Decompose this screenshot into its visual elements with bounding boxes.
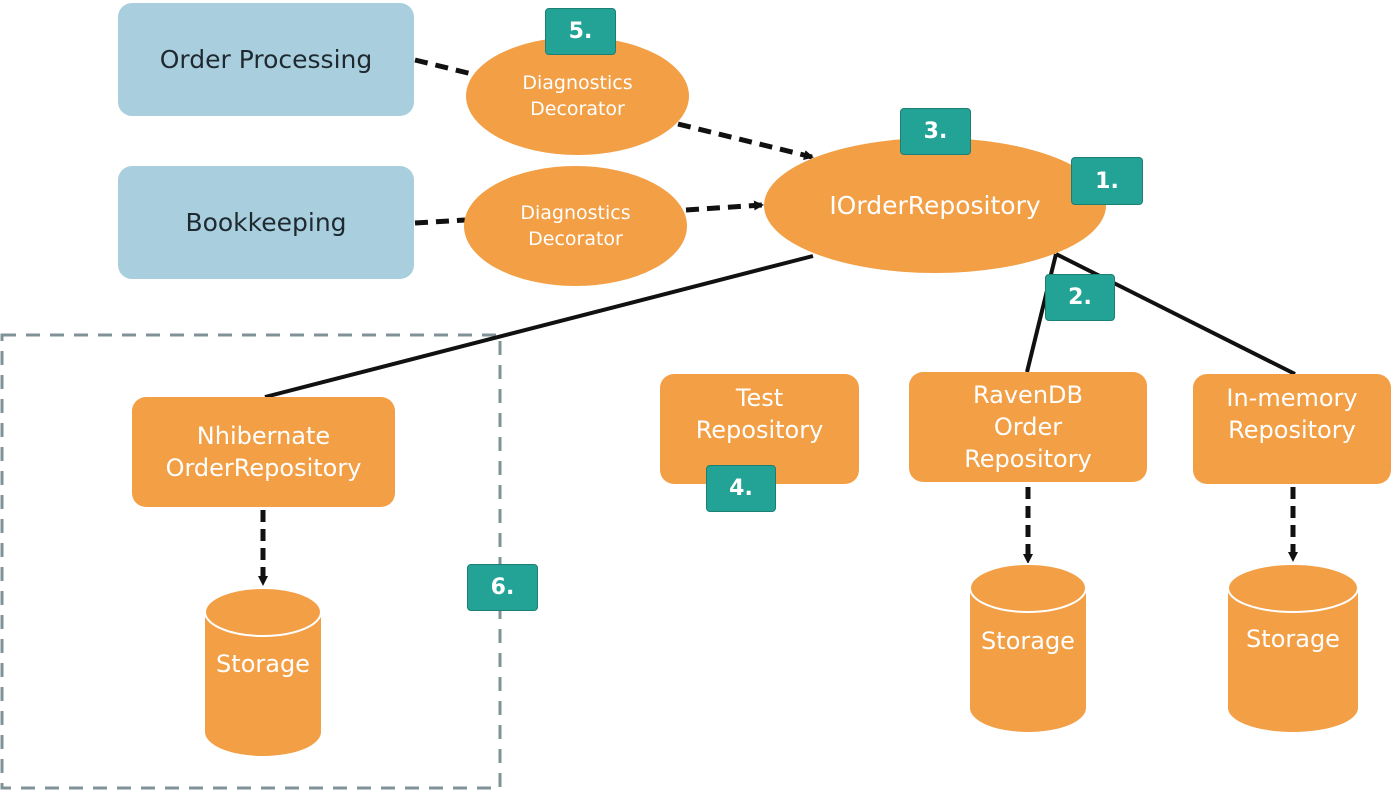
- badge-1: 1.: [1071, 157, 1143, 205]
- badge-6: 6.: [467, 564, 538, 611]
- node-diagnostics-decorator-top: Diagnostics Decorator: [466, 37, 689, 155]
- node-ravendb-order-repository: RavenDB Order Repository: [909, 372, 1147, 482]
- node-decorator-top-label: Diagnostics Decorator: [522, 72, 633, 120]
- connector-order-processing-decorator: [414, 57, 473, 77]
- node-iorderrepository-label: IOrderRepository: [829, 191, 1041, 220]
- node-decorator-bottom-label: Diagnostics Decorator: [520, 202, 631, 250]
- badge-2: 2.: [1045, 274, 1115, 321]
- node-order-processing-label: Order Processing: [159, 45, 373, 74]
- line-interface-ravendb: [1025, 253, 1058, 373]
- node-nhibernate-orderrepository: Nhibernate OrderRepository: [132, 397, 395, 507]
- badge-4: 4.: [706, 465, 776, 512]
- storage-cylinder-ravendb: [969, 563, 1087, 732]
- node-nhibernate-label: Nhibernate OrderRepository: [165, 422, 362, 482]
- storage-label-ravendb: Storage: [981, 627, 1075, 655]
- line-interface-nhibernate: [264, 254, 814, 399]
- node-inmemory-label: In-memory Repository: [1226, 384, 1358, 444]
- node-diagnostics-decorator-bottom: Diagnostics Decorator: [464, 166, 687, 286]
- node-test-label: Test Repository: [695, 384, 824, 444]
- connector-bookkeeping-decorator: [414, 217, 466, 226]
- node-iorderrepository: IOrderRepository: [764, 138, 1106, 273]
- badge-5: 5.: [545, 8, 616, 55]
- node-bookkeeping: Bookkeeping: [118, 166, 414, 279]
- storage-label-nhibernate: Storage: [216, 650, 310, 678]
- storage-cylinder-inmemory: [1227, 563, 1359, 732]
- node-order-processing: Order Processing: [118, 3, 414, 116]
- storage-label-inmemory: Storage: [1246, 625, 1340, 653]
- node-ravendb-label: RavenDB Order Repository: [964, 381, 1092, 473]
- badge-3: 3.: [900, 108, 971, 155]
- node-inmemory-repository: In-memory Repository: [1193, 374, 1391, 484]
- dashed-boundary: [0, 333, 502, 790]
- arrow-decorator-bottom-interface: [685, 200, 764, 213]
- arrow-decorator-top-interface: [677, 121, 814, 160]
- storage-cylinder-nhibernate: [204, 587, 322, 756]
- node-bookkeeping-label: Bookkeeping: [185, 208, 347, 237]
